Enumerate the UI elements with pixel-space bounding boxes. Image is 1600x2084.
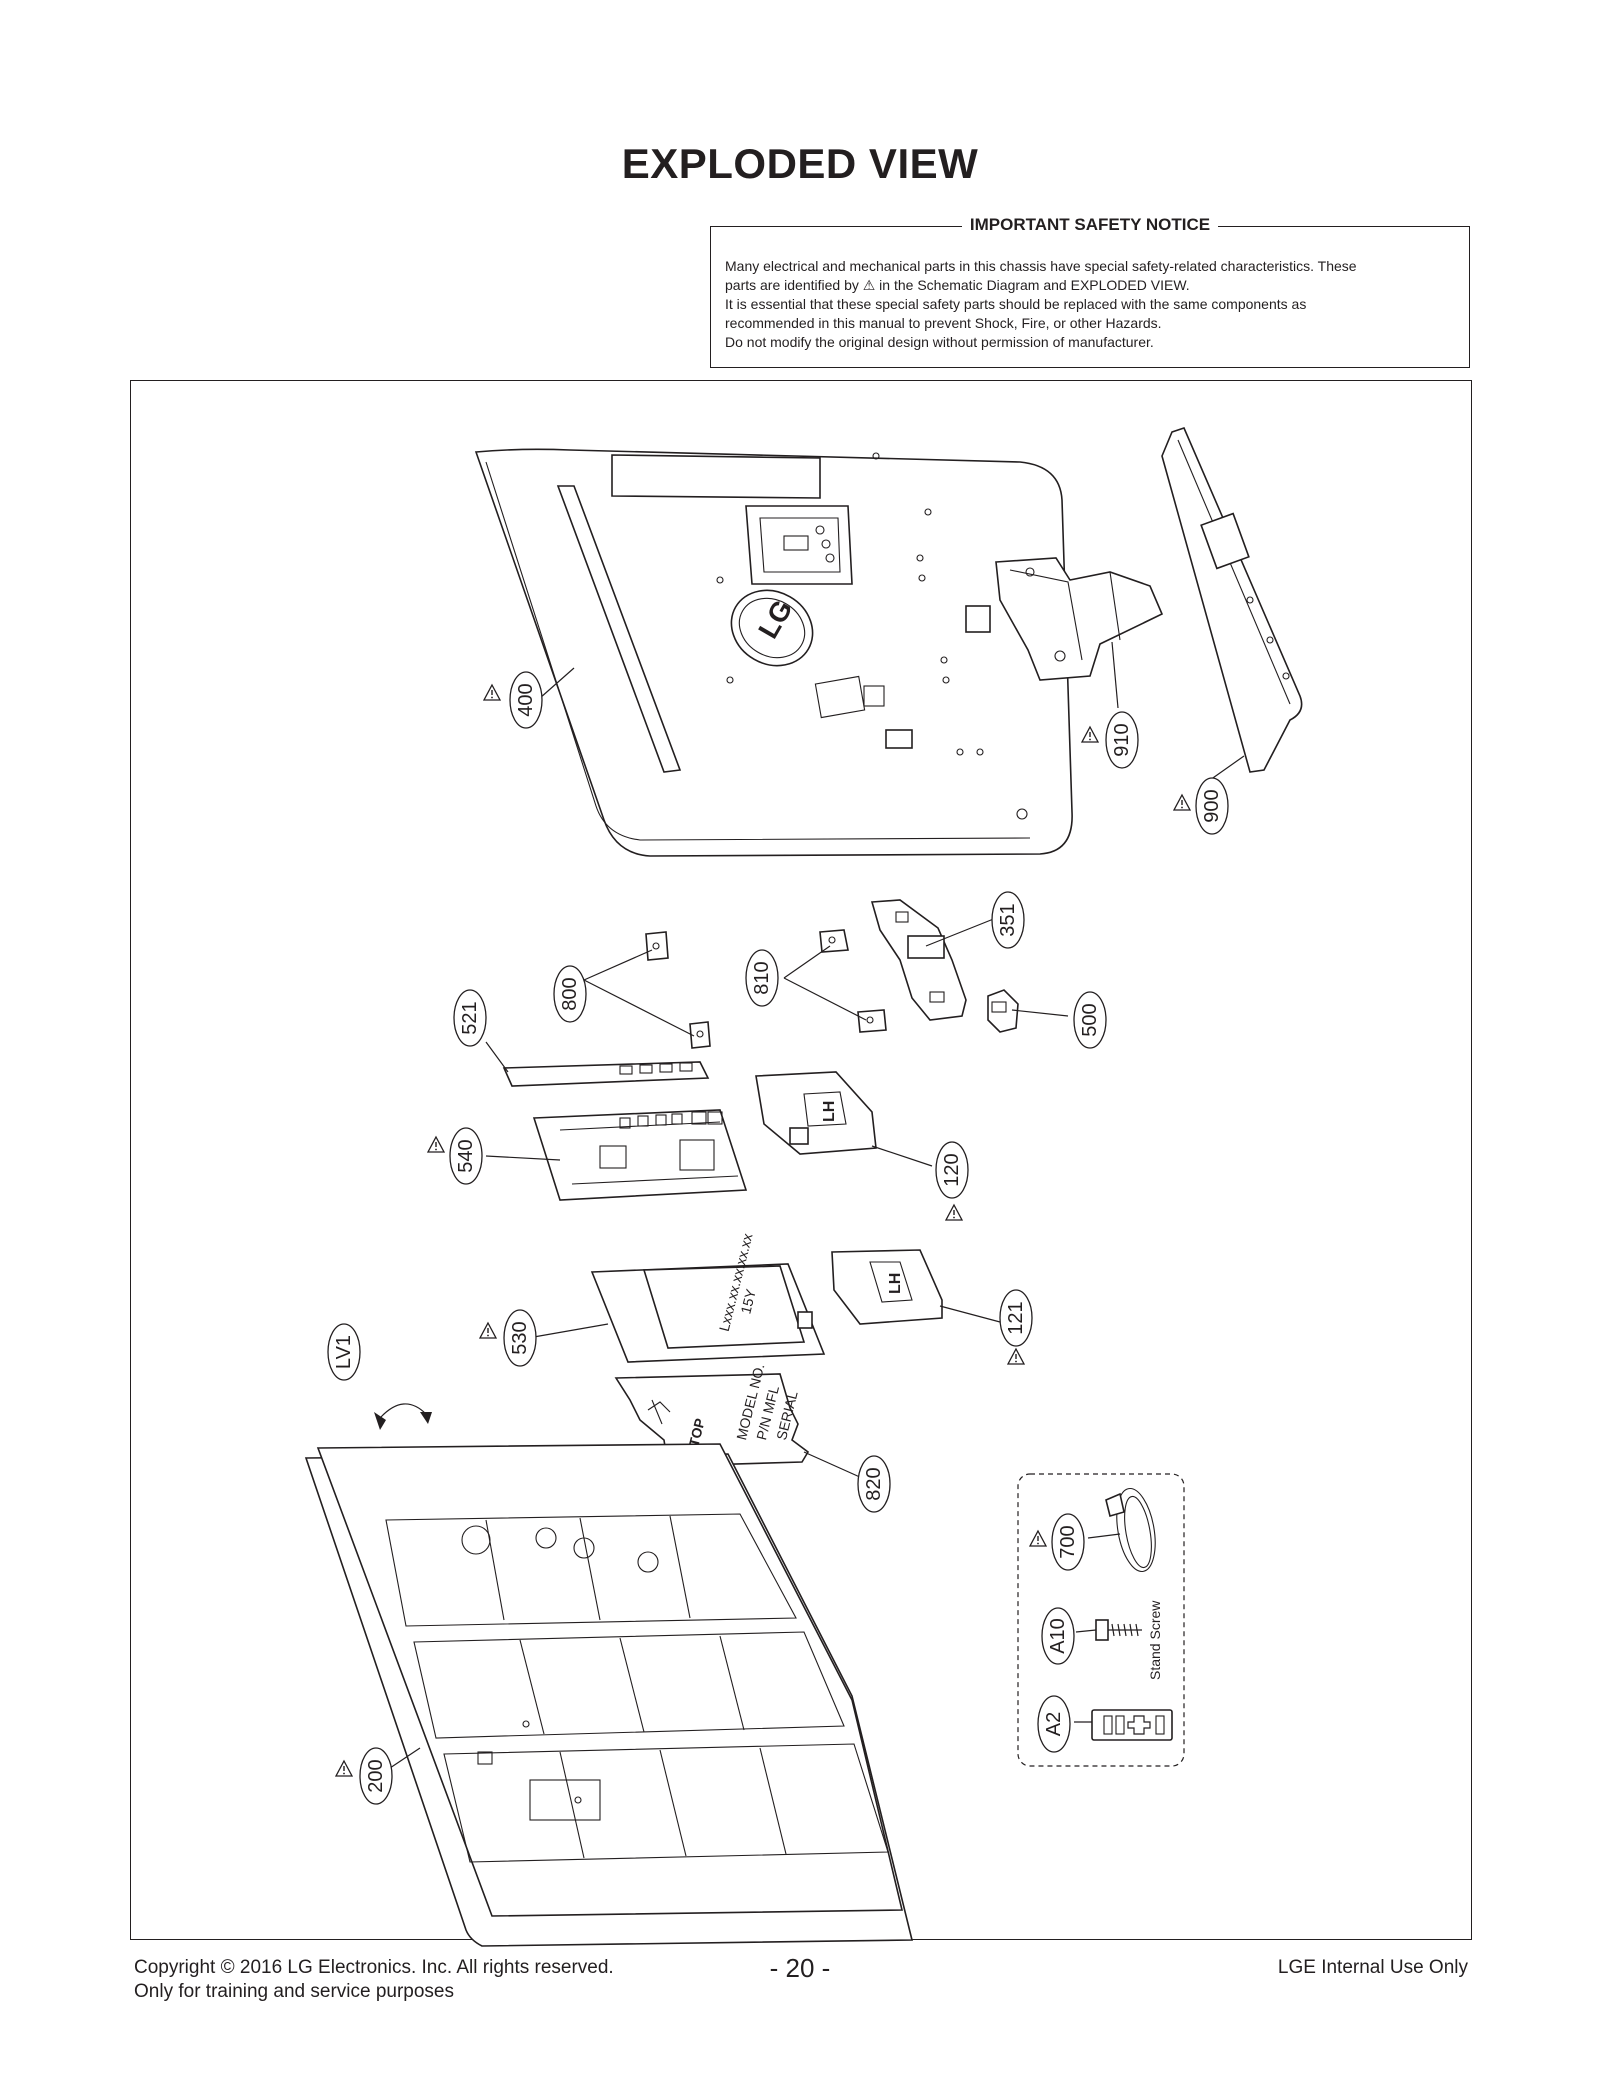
- callout-700-label: 700: [1057, 1525, 1079, 1558]
- callout-900: 900: [1173, 777, 1229, 835]
- bracket-351: [870, 899, 967, 1021]
- leader-lines: [389, 641, 1245, 1769]
- callout-400: 400: [483, 671, 543, 729]
- notice-line-5: Do not modify the original design withou…: [725, 334, 1154, 350]
- notice-line-1: Many electrical and mechanical parts in …: [725, 258, 1357, 274]
- callout-810-label: 810: [751, 961, 773, 994]
- callout-351-label: 351: [997, 903, 1019, 936]
- power-unit-120: LH: [755, 1071, 877, 1155]
- notice-line-4: recommended in this manual to prevent Sh…: [725, 315, 1162, 331]
- rotate-arrow-icon: [374, 1403, 432, 1430]
- callout-810: 810: [745, 949, 779, 1007]
- callout-500: 500: [1073, 991, 1107, 1049]
- power-unit-121-mark: LH: [887, 1273, 904, 1294]
- stand-base-900: [1161, 427, 1303, 773]
- callout-400-label: 400: [515, 683, 537, 716]
- callout-LV1: LV1: [327, 1323, 361, 1381]
- callout-800: 800: [553, 965, 587, 1023]
- callout-120-label: 120: [941, 1153, 963, 1186]
- footer-page-number: - 20 -: [769, 1953, 831, 1983]
- safety-notice-title: IMPORTANT SAFETY NOTICE: [961, 215, 1219, 234]
- stand-screw-icon: [1095, 1619, 1142, 1641]
- sheet-820-mark-top: TOP: [686, 1417, 708, 1449]
- back-cover-400: LG: [474, 448, 1073, 857]
- callout-521-label: 521: [459, 1001, 481, 1034]
- main-board-540: [532, 1109, 748, 1201]
- callout-A2-label: A2: [1043, 1712, 1065, 1736]
- safety-notice-box: IMPORTANT SAFETY NOTICE Many electrical …: [710, 215, 1470, 368]
- bracket-521: [502, 1061, 710, 1087]
- bracket-810: [819, 929, 887, 1033]
- insulation-sheet-820: TOP MODEL NO. P/N MFL SERIAL: [614, 1362, 810, 1467]
- display-panel-200: [304, 1443, 914, 1947]
- callout-351: 351: [991, 891, 1025, 949]
- speaker-800: [645, 931, 711, 1049]
- callout-A10: A10: [1041, 1607, 1075, 1665]
- callout-200-label: 200: [365, 1759, 387, 1792]
- stand-screw-label: Stand Screw: [1147, 1600, 1163, 1680]
- footer-internal: LGE Internal Use Only: [1277, 1957, 1468, 1978]
- callout-521: 521: [453, 989, 487, 1047]
- callout-530: 530: [479, 1309, 537, 1367]
- callout-LV1-label: LV1: [333, 1335, 355, 1369]
- board-530-mark-2: 15Y: [737, 1287, 759, 1316]
- accessory-box: Stand Screw: [1017, 1473, 1185, 1767]
- callout-120: 120: [935, 1141, 969, 1221]
- callout-800-label: 800: [559, 977, 581, 1010]
- callout-540: 540: [427, 1127, 483, 1185]
- notice-line-2: parts are identified by ⚠ in the Schemat…: [725, 277, 1190, 293]
- callout-910: 910: [1081, 711, 1139, 769]
- power-unit-121: LH: [831, 1249, 943, 1325]
- callout-A2: A2: [1037, 1695, 1071, 1753]
- callout-820-label: 820: [863, 1467, 885, 1500]
- cable-clip-icon: [1091, 1709, 1173, 1741]
- stand-body-910: [995, 557, 1164, 681]
- footer-left: Copyright © 2016 LG Electronics. Inc. Al…: [134, 1956, 614, 2004]
- callout-A10-label: A10: [1047, 1618, 1069, 1654]
- jack-500: [987, 989, 1019, 1033]
- callout-820: 820: [857, 1455, 891, 1513]
- footer-copyright: Copyright © 2016 LG Electronics. Inc. Al…: [134, 1957, 614, 1978]
- callout-200: 200: [335, 1747, 393, 1805]
- callout-530-label: 530: [509, 1321, 531, 1354]
- footer-purpose: Only for training and service purposes: [134, 1981, 454, 2002]
- callout-500-label: 500: [1079, 1003, 1101, 1036]
- callout-121: 121: [999, 1289, 1033, 1365]
- power-unit-120-mark: LH: [821, 1101, 838, 1122]
- page-title: EXPLODED VIEW: [621, 140, 979, 187]
- safety-notice-body: Many electrical and mechanical parts in …: [725, 257, 1455, 352]
- board-530: Lxxx.xx.xx.xx.xx 15Y: [590, 1232, 826, 1363]
- callout-900-label: 900: [1201, 789, 1223, 822]
- callout-540-label: 540: [455, 1139, 477, 1172]
- callout-700: 700: [1029, 1513, 1085, 1571]
- notice-line-3: It is essential that these special safet…: [725, 296, 1307, 312]
- callout-910-label: 910: [1111, 723, 1133, 756]
- callout-121-label: 121: [1005, 1301, 1027, 1334]
